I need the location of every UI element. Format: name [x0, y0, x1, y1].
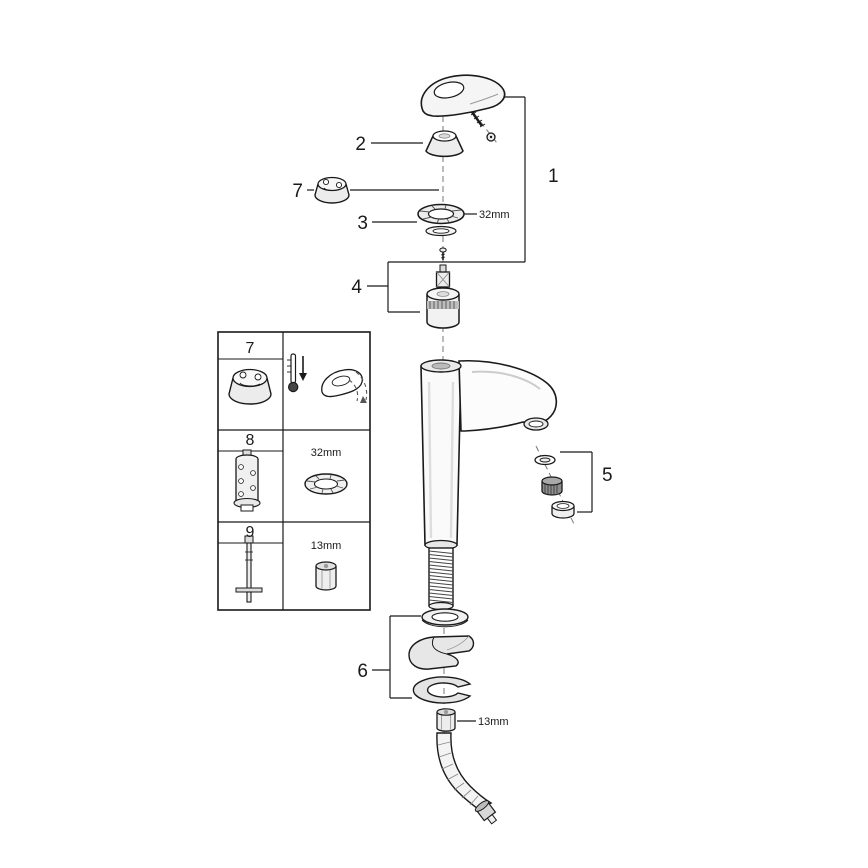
legend-row1-number: 7	[246, 340, 255, 357]
nut-size-label: 13mm	[478, 716, 509, 728]
cap-collar-part	[425, 130, 464, 158]
callout-1-label: 1	[548, 166, 559, 187]
callout-3-label: 3	[357, 213, 368, 234]
legend-box	[217, 331, 371, 611]
callout-6-label: 6	[357, 661, 368, 682]
callout-labels: 1 2 3 4 5 6 7 32mm 13mm	[292, 134, 612, 728]
callout-4-label: 4	[351, 277, 362, 298]
cartridge-assembly-part	[426, 247, 460, 329]
legend-nut-size-label: 13mm	[311, 540, 342, 552]
legend-ring-32mm-icon	[304, 473, 348, 495]
lever-handle-part	[420, 74, 506, 117]
legend-row2-number: 8	[246, 432, 255, 449]
connection-hose-part	[436, 732, 498, 825]
legend-row3-number: 9	[246, 524, 255, 541]
legend-cartridge-icon	[233, 449, 261, 512]
legend-tool-icon	[235, 535, 263, 603]
legend-temperature-adjust-icon	[287, 353, 368, 403]
ring-size-label: 32mm	[479, 209, 510, 221]
legend-labels: 7 8 9 32mm 13mm	[246, 340, 342, 552]
handle-screw-part	[470, 111, 496, 142]
callout-lines	[307, 96, 593, 722]
callout-2-label: 2	[355, 134, 366, 155]
temp-limiter-part	[314, 176, 350, 204]
mounting-set-part	[408, 608, 475, 704]
callout-5-label: 5	[602, 465, 613, 486]
mounting-nut-part	[436, 708, 456, 732]
legend-temp-limiter-icon	[228, 368, 272, 405]
legend-ring-size-label: 32mm	[311, 447, 342, 459]
faucet-body	[420, 359, 558, 611]
callout-7-label: 7	[292, 181, 303, 202]
legend-nut-13mm-icon	[315, 561, 337, 591]
spout-connection-set-part	[534, 454, 575, 519]
mounting-ring-part	[417, 203, 465, 237]
